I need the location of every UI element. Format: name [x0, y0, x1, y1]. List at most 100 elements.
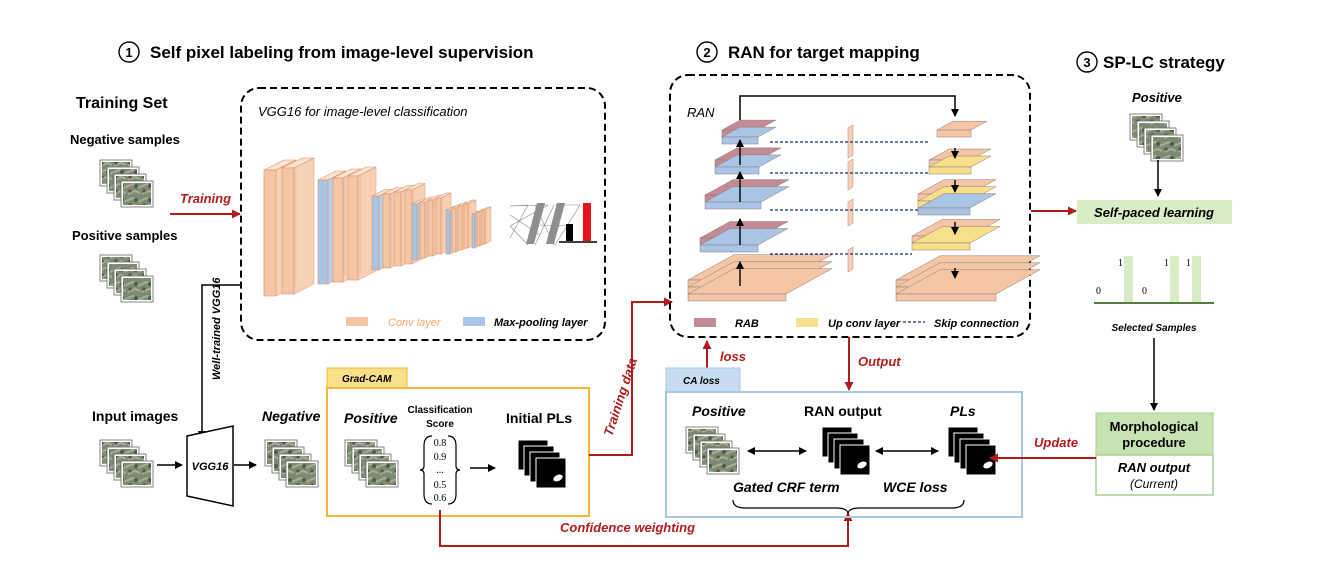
ran-input-block: [687, 293, 787, 302]
image-thumbnail-content: [709, 450, 737, 472]
score-title-line2: Score: [426, 419, 454, 430]
negative-output-stack: [264, 439, 319, 488]
score-value: 0.5: [434, 480, 447, 491]
bar-value-label: 0: [1142, 286, 1147, 297]
pool-layer: [317, 179, 329, 285]
pool-layer: [445, 209, 451, 255]
ran-label: RAN: [687, 105, 715, 120]
skip-legend-label: Skip connection: [934, 318, 1019, 330]
conv-layer: [382, 193, 391, 269]
ran-network-layers: [687, 95, 1041, 302]
ran-decoder-block-top: [936, 120, 988, 131]
conv-layer: [476, 211, 481, 247]
current-label: (Current): [1130, 477, 1178, 491]
training-data-arrow: [589, 297, 673, 456]
class-score-bars: [559, 203, 597, 243]
mask-thumbnail: [535, 457, 567, 489]
caloss-pls-label: PLs: [950, 403, 976, 419]
caloss-positive-label: Positive: [692, 403, 746, 419]
conv-layer: [404, 189, 413, 265]
mask-target-blob: [857, 461, 867, 469]
score-value: 0.6: [434, 493, 447, 504]
splc-positive-label: Positive: [1132, 90, 1182, 105]
ran-box: [669, 74, 1031, 338]
ran-top-connection: [739, 95, 959, 120]
splc-positive-stack: [1129, 113, 1184, 162]
ran-bottleneck-slab: [847, 158, 854, 191]
upconv-legend-swatch: [796, 318, 818, 327]
image-thumbnail-content: [123, 278, 151, 300]
ran-encoder-block: [714, 166, 760, 175]
mask-thumbnail: [965, 444, 997, 476]
score-value: 0.9: [434, 452, 447, 463]
selected-sample-bar: [1192, 256, 1201, 302]
well-trained-arrow: [198, 284, 241, 439]
pool-layer: [371, 195, 380, 271]
fully-connected-layers: [509, 203, 581, 246]
selected-sample-bar: [1170, 256, 1179, 302]
conv-layer: [281, 167, 295, 295]
pool-layer: [471, 213, 476, 249]
ran-decoder-block: [911, 242, 971, 251]
conv-layer: [457, 205, 463, 251]
caloss-positive-stack: [685, 426, 740, 475]
selected-sample-bar: [1124, 256, 1133, 302]
vgg16-block-label: VGG16: [192, 461, 230, 473]
gated-crf-label: Gated CRF term: [733, 479, 840, 495]
ran-decoder-block: [928, 166, 972, 175]
negative-samples-label: Negative samples: [70, 132, 180, 147]
bar-value-label: 1: [1186, 258, 1191, 269]
confidence-weighting-arrow: [439, 510, 853, 547]
conv-layer: [419, 201, 426, 259]
conv-layer: [263, 169, 277, 297]
ran-decoder-block: [936, 129, 972, 138]
mask-target-blob: [983, 461, 993, 469]
gradcam-tab-label: Grad-CAM: [342, 374, 392, 385]
image-thumbnail-content: [1153, 137, 1181, 159]
score-title-line1: Classification: [407, 405, 472, 416]
caloss-tab-label: CA loss: [683, 376, 720, 387]
morphological-procedure-box: [1095, 412, 1214, 456]
pool-layer: [411, 203, 418, 261]
gradcam-box: [326, 387, 590, 517]
splc-ran-output-label: RAN output: [1118, 460, 1191, 475]
image-thumbnail-content: [368, 463, 396, 485]
training-data-label: Training data: [601, 356, 640, 438]
selected-samples-label: Selected Samples: [1111, 323, 1196, 334]
caloss-tab: [665, 367, 741, 393]
section-2-label: RAN for target mapping: [728, 43, 920, 62]
pool-legend-swatch: [463, 317, 485, 326]
ran-encoder-block: [704, 201, 762, 210]
vgg16-box: [240, 87, 606, 341]
ran-output-current-box: [1095, 454, 1214, 496]
caloss-ran-output-label: RAN output: [804, 403, 882, 419]
ran-output-mask-stack: [821, 426, 871, 476]
score-vector: 0.8 0.9 ... 0.5 0.6: [419, 435, 461, 505]
training-set-title: Training Set: [76, 95, 168, 112]
bar-value-label: 1: [1164, 258, 1169, 269]
wce-loss-label: WCE loss: [883, 479, 948, 495]
vgg16-layers: [263, 157, 492, 297]
conv-layer: [393, 191, 402, 267]
rab-legend-swatch: [694, 318, 716, 327]
ran-encoder-block: [699, 244, 759, 253]
conv-layer: [435, 197, 442, 255]
negative-output-label: Negative: [262, 408, 321, 424]
vgg16-trapezoid-icon: [186, 425, 234, 507]
positive-samples-label: Positive samples: [72, 228, 178, 243]
update-label: Update: [1034, 435, 1078, 450]
caloss-brace: [732, 499, 965, 515]
pls-mask-stack: [947, 426, 997, 476]
conv-layer-side: [293, 157, 315, 295]
conv-layer-side: [357, 166, 377, 281]
bar-value-label: 0: [1096, 286, 1101, 297]
conv-layer: [451, 207, 457, 253]
upconv-legend-label: Up conv layer: [828, 318, 901, 330]
section-1-label: Self pixel labeling from image-level sup…: [150, 43, 534, 62]
section-3-label: SP-LC strategy: [1103, 53, 1225, 72]
conv-layer: [481, 209, 486, 245]
conv-layer: [427, 199, 434, 257]
vgg16-title: VGG16 for image-level classification: [258, 104, 468, 119]
morph-label-line2: procedure: [1122, 435, 1186, 450]
